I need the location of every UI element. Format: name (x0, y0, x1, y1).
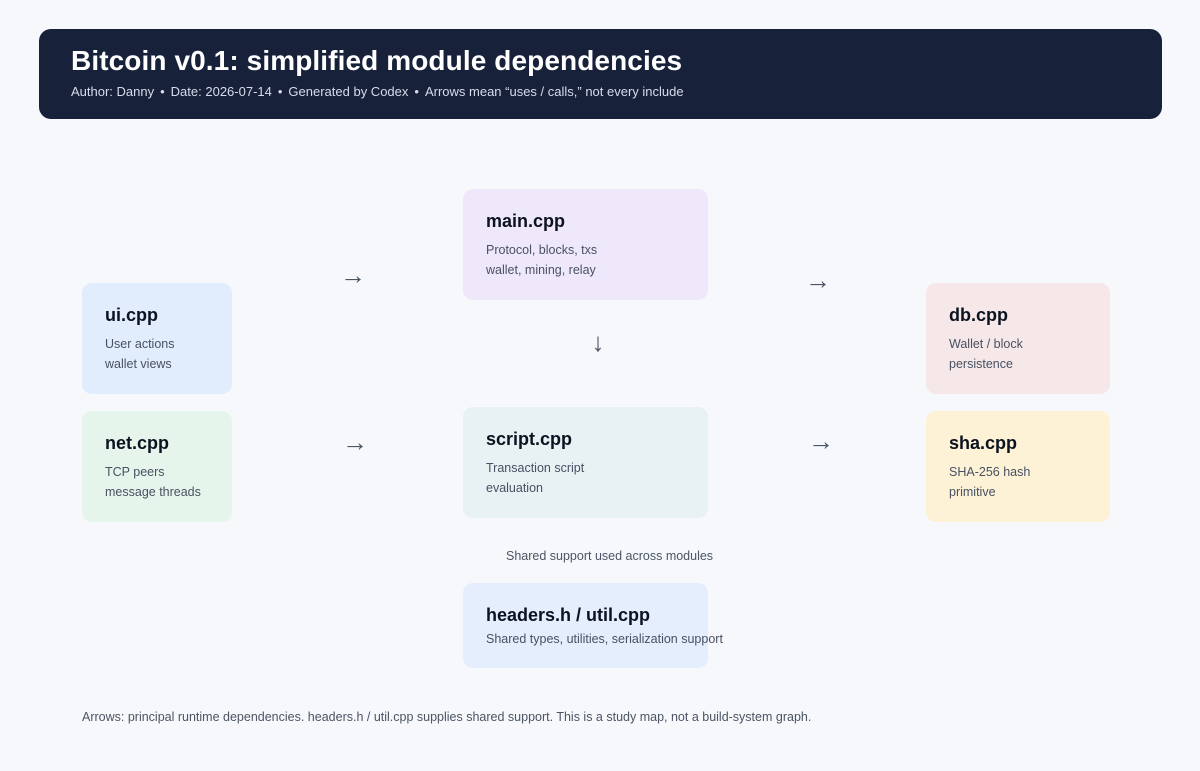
meta-separator: • (277, 84, 283, 99)
module-description-line: wallet views (105, 357, 172, 371)
module-description-line: User actions (105, 337, 175, 351)
module-description-line: TCP peers (105, 465, 165, 479)
module-description: SHA-256 hash primitive (949, 462, 1087, 502)
module-description: TCP peers message threads (105, 462, 209, 502)
module-ui: ui.cpp User actions wallet views (82, 283, 232, 394)
module-net: net.cpp TCP peers message threads (82, 411, 232, 522)
arrow-legend-text: Arrows mean “uses / calls,” not every in… (424, 84, 684, 99)
module-description-line: Transaction script (486, 461, 585, 475)
author-text: Author: Danny (71, 84, 155, 99)
module-description-line: Protocol, blocks, txs (486, 243, 598, 257)
module-description: Transaction script evaluation (486, 458, 685, 498)
module-name: net.cpp (105, 433, 170, 453)
footer-note: Arrows: principal runtime dependencies. … (82, 710, 812, 724)
module-description-line: SHA-256 hash (949, 465, 1031, 479)
meta-separator: • (414, 84, 419, 99)
module-description-line: evaluation (486, 481, 543, 495)
date-text: Date: 2026-07-14 (170, 84, 272, 99)
header-meta: Author: Danny • Date: 2026-07-14 • Generated… (71, 84, 684, 99)
module-description-line: Wallet / block (949, 337, 1023, 351)
module-description: Shared types, utilities, serialization s… (486, 629, 723, 649)
arrow-net-to-script: → (342, 427, 368, 457)
module-description: Wallet / block persistence (949, 334, 1087, 374)
module-sha: sha.cpp SHA-256 hash primitive (926, 411, 1110, 522)
module-name: sha.cpp (949, 433, 1018, 453)
module-description-line: primitive (949, 485, 996, 499)
module-name: db.cpp (949, 305, 1008, 325)
module-name: headers.h / util.cpp (486, 605, 651, 625)
arrow-script-to-sha: → (808, 426, 834, 456)
meta-separator: • (160, 84, 165, 99)
module-description-line: persistence (949, 357, 1013, 371)
arrow-main-to-db: → (805, 265, 831, 295)
module-description-line: wallet, mining, relay (486, 263, 596, 277)
page-title: Bitcoin v0.1: simplified module dependen… (71, 45, 683, 76)
module-db: db.cpp Wallet / block persistence (926, 283, 1110, 394)
module-name: ui.cpp (105, 305, 158, 325)
module-name: main.cpp (486, 211, 566, 231)
module-description: User actions wallet views (105, 334, 209, 374)
module-description-line: message threads (105, 485, 201, 499)
module-main: main.cpp Protocol, blocks, txs wallet, m… (463, 189, 708, 300)
generator-text: Generated by Codex (288, 84, 409, 99)
module-name: script.cpp (486, 429, 573, 449)
arrow-ui-to-main: → (340, 260, 366, 290)
arrow-main-to-script: ↓ (591, 327, 605, 357)
shared-support-caption: Shared support used across modules (506, 549, 714, 563)
module-headers-util: headers.h / util.cpp Shared types, utili… (463, 583, 723, 668)
header-banner: Bitcoin v0.1: simplified module dependen… (39, 29, 1162, 119)
module-script: script.cpp Transaction script evaluation (463, 407, 708, 518)
module-description-line: Shared types, utilities, serialization s… (486, 632, 723, 646)
module-description: Protocol, blocks, txs wallet, mining, re… (486, 240, 685, 280)
